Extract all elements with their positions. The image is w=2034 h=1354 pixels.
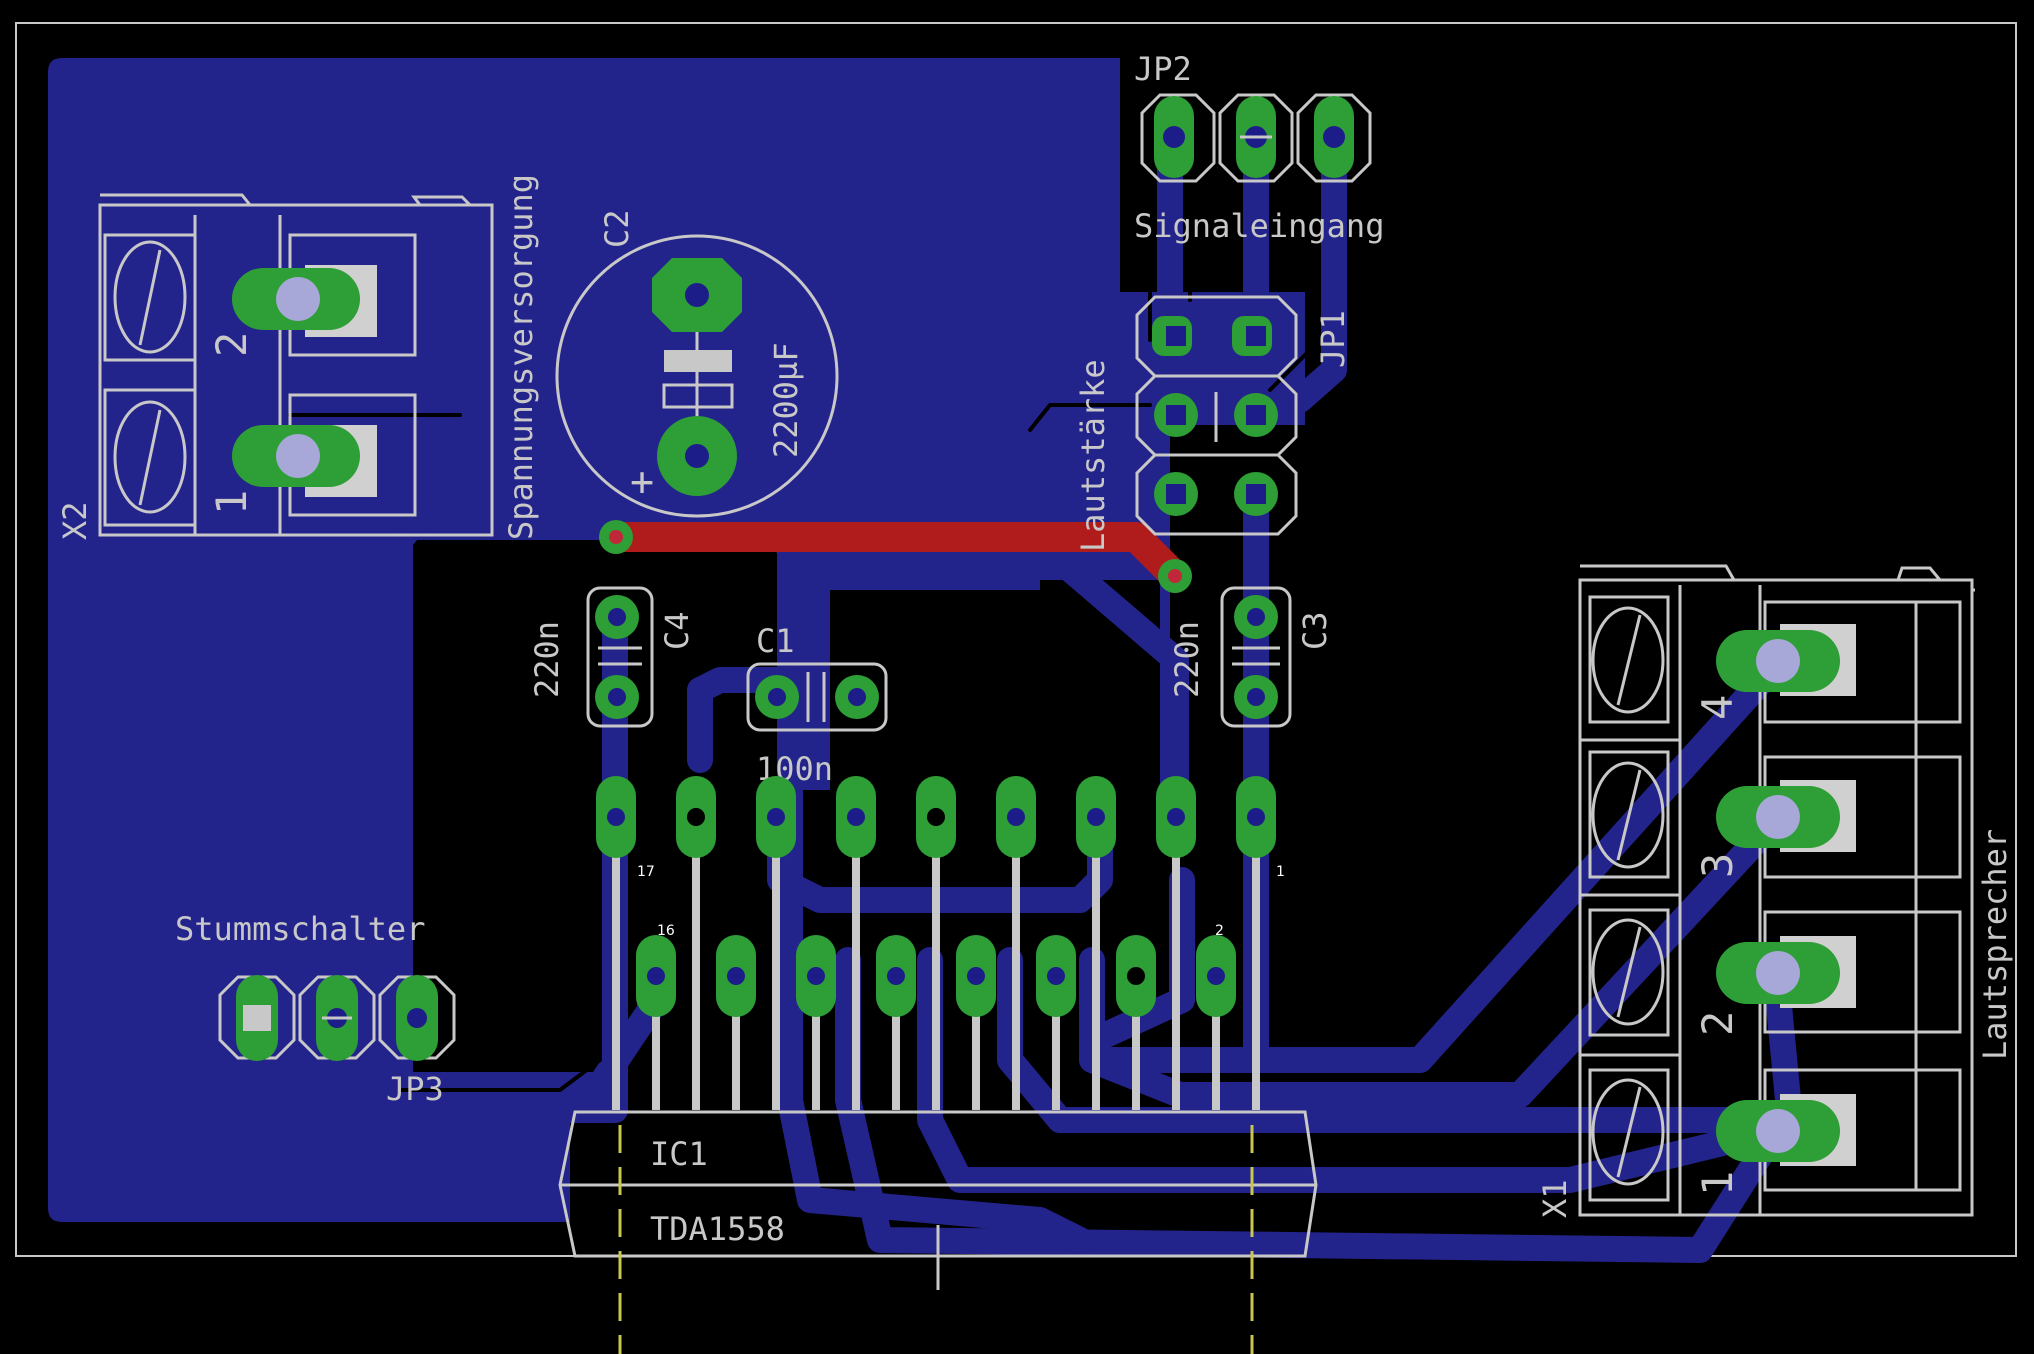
x1-terminal-block: 4 3 2 1 X1 Lautsprecher bbox=[1536, 564, 2014, 1218]
jp2-value: Signaleingang bbox=[1134, 207, 1384, 245]
x2-pin-1: 1 bbox=[207, 490, 256, 515]
c3-name: C3 bbox=[1296, 611, 1334, 650]
top-trace bbox=[601, 522, 1190, 591]
x1-name: X1 bbox=[1536, 1179, 1574, 1218]
x1-value: Lautsprecher bbox=[1976, 829, 2014, 1060]
c2-polarity: + bbox=[630, 459, 654, 505]
c4-capacitor: C4 220n bbox=[528, 586, 696, 728]
ic1-pin-16-label: 16 bbox=[657, 923, 675, 939]
vias bbox=[599, 520, 1192, 593]
ic1-pin-17-label: 17 bbox=[637, 864, 655, 880]
c2-name: C2 bbox=[598, 209, 636, 248]
x2-name: X2 bbox=[56, 501, 94, 540]
c4-name: C4 bbox=[658, 611, 696, 650]
ic1-pin-2-label: 2 bbox=[1215, 923, 1224, 939]
c2-capacitor: + C2 2200µF bbox=[555, 209, 839, 518]
c1-capacitor: C1 100n bbox=[746, 622, 888, 788]
c3-capacitor: C3 220n bbox=[1168, 586, 1334, 728]
plane-isolation bbox=[288, 88, 1312, 1092]
x1-pin-3: 3 bbox=[1693, 853, 1742, 878]
jp3-value: Stummschalter bbox=[175, 910, 425, 948]
x2-value: Spannungsversorgung bbox=[502, 174, 540, 540]
jp1-name: JP1 bbox=[1314, 310, 1352, 368]
jp1-value: Lautstärke bbox=[1074, 359, 1112, 552]
jp3-header: Stummschalter JP3 bbox=[175, 910, 456, 1108]
c3-value: 220n bbox=[1168, 621, 1206, 698]
jp3-name: JP3 bbox=[386, 1070, 444, 1108]
ic1-package: 17 16 2 1 IC1 TDA1558 bbox=[558, 864, 1318, 1354]
x1-pin-1: 1 bbox=[1693, 1171, 1742, 1196]
ic1-value: TDA1558 bbox=[650, 1210, 785, 1248]
jp1-header: JP1 Lautstärke bbox=[1074, 295, 1352, 552]
ic1-pin-1-label: 1 bbox=[1276, 864, 1285, 880]
c1-name: C1 bbox=[756, 622, 795, 660]
ic1-pads-bottom-row bbox=[636, 935, 1236, 1017]
x1-pin-4: 4 bbox=[1693, 695, 1742, 720]
x2-terminal-block: 2 1 X2 Spannungsversorgung bbox=[56, 174, 540, 540]
x1-pin-2: 2 bbox=[1693, 1011, 1742, 1036]
jp2-name: JP2 bbox=[1134, 50, 1192, 88]
c2-value: 2200µF bbox=[767, 342, 805, 458]
c4-value: 220n bbox=[528, 621, 566, 698]
jp2-header: JP2 Signaleingang bbox=[1134, 50, 1384, 245]
ic1-name: IC1 bbox=[650, 1135, 708, 1173]
ic1-pads-top-row bbox=[596, 776, 1276, 858]
x2-pin-2: 2 bbox=[207, 332, 256, 357]
